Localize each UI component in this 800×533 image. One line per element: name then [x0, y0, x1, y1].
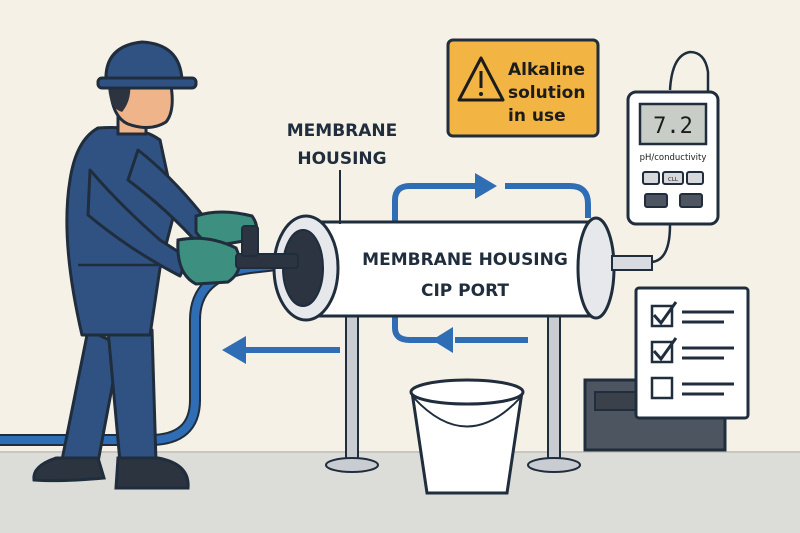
meter-probe-cable — [651, 224, 672, 264]
pump-unit-slot — [594, 391, 638, 411]
warning-text-line2: solution — [508, 83, 585, 103]
callout-label-line2: HOUSING — [297, 149, 386, 169]
worker-front-arm — [86, 168, 190, 278]
worker — [32, 40, 299, 490]
bucket — [410, 390, 524, 495]
hose-nozzle — [235, 253, 299, 269]
meter-lcd-display — [638, 102, 708, 146]
warning-text-line1: Alkaline — [508, 60, 585, 80]
worker-front-glove — [176, 236, 242, 286]
meter-probe-stub — [611, 255, 653, 271]
worker-front-boot — [114, 456, 190, 490]
hard-hat-brim — [96, 76, 198, 90]
meter-label: pH/conductivity — [640, 153, 707, 163]
warning-exclamation-dot — [479, 92, 483, 96]
meter-button-center — [662, 171, 684, 185]
right-stand-post — [547, 299, 561, 463]
worker-back-boot — [32, 456, 106, 483]
flow-arrowhead-bottom — [432, 327, 453, 353]
meter-button — [686, 171, 704, 185]
flow-arrow-bottom-loop — [392, 310, 440, 343]
flow-arrowhead-top — [475, 173, 497, 199]
meter-button — [642, 171, 660, 185]
left-stand-post — [345, 299, 359, 463]
meter-button — [679, 193, 703, 208]
housing-label-line2: CIP PORT — [421, 281, 509, 301]
callout-label-line1: MEMBRANE — [287, 121, 398, 141]
meter-button — [644, 193, 668, 208]
checkmark-icon — [652, 337, 678, 362]
drain-arrowhead — [222, 336, 246, 364]
flow-arrow-top-loop — [392, 183, 478, 228]
meter-reading: 7.2 — [653, 114, 693, 139]
left-stand-base — [325, 457, 379, 473]
checkmark-icon — [652, 301, 678, 326]
nozzle-valve — [241, 225, 259, 257]
right-stand-base — [527, 457, 581, 473]
checklist-box-1 — [650, 304, 674, 328]
meter-cable — [668, 50, 710, 92]
checklist-box-3 — [650, 376, 674, 400]
meter-button-label: CLL — [668, 177, 679, 183]
checklist-box-2 — [650, 340, 674, 364]
warning-text-line3: in use — [508, 106, 566, 126]
checklist-items — [650, 301, 734, 400]
flow-arrow-top-return — [505, 183, 591, 218]
hard-hat — [104, 40, 184, 84]
housing-right-end-cap — [576, 216, 616, 320]
bucket-handle — [413, 397, 521, 428]
bucket-rim — [409, 378, 525, 406]
housing-label-line1: MEMBRANE HOUSING — [362, 250, 568, 270]
